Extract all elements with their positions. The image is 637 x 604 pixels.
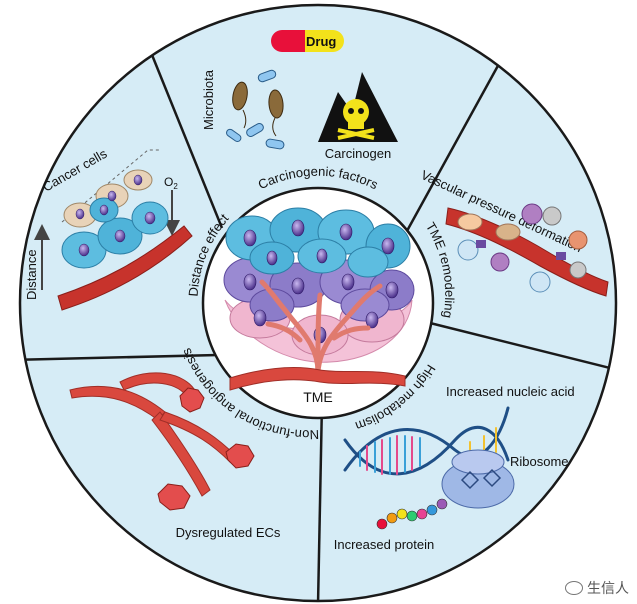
tme-base-vessel [229, 367, 406, 391]
center-label: TME [303, 389, 333, 405]
nucleic-acid-label: Increased nucleic acid [446, 384, 575, 399]
bacteria-icon [226, 69, 285, 150]
carcinogen-label: Carcinogen [325, 146, 392, 161]
protein-label: Increased protein [334, 537, 434, 552]
o2-label: O2 [164, 175, 178, 191]
tumor-blob [225, 443, 255, 469]
ribosome-icon [441, 449, 515, 509]
deformed-vessel-illustration [445, 203, 609, 297]
cancer-cell-cluster [61, 169, 169, 269]
distance-label: Distance [24, 249, 39, 300]
tumor-vessels [259, 279, 383, 375]
wechat-icon [565, 581, 583, 595]
ribosome-label: Ribosome [510, 454, 569, 469]
tumor-cluster [223, 207, 415, 391]
carcinogen-hazard-icon [318, 72, 398, 142]
dashed-triangle [61, 149, 160, 223]
abnormal-vessels-illustration [69, 372, 255, 511]
dysregulated-ecs-label: Dysregulated ECs [176, 525, 281, 540]
segment-dividers [20, 44, 616, 601]
dna-helix-illustration [343, 406, 510, 476]
drug-label: Drug [306, 34, 336, 49]
protein-chain-illustration [376, 498, 448, 530]
distance-vessel [57, 225, 193, 311]
tumor-blob [179, 387, 205, 413]
blue-cell [347, 246, 389, 278]
watermark: 生信人 [565, 578, 629, 598]
drug-capsule-icon [271, 30, 344, 52]
microbe-icon [232, 81, 284, 137]
microbiota-label: Microbiota [201, 69, 216, 130]
tumor-blob [157, 483, 191, 511]
watermark-text: 生信人 [587, 581, 629, 597]
